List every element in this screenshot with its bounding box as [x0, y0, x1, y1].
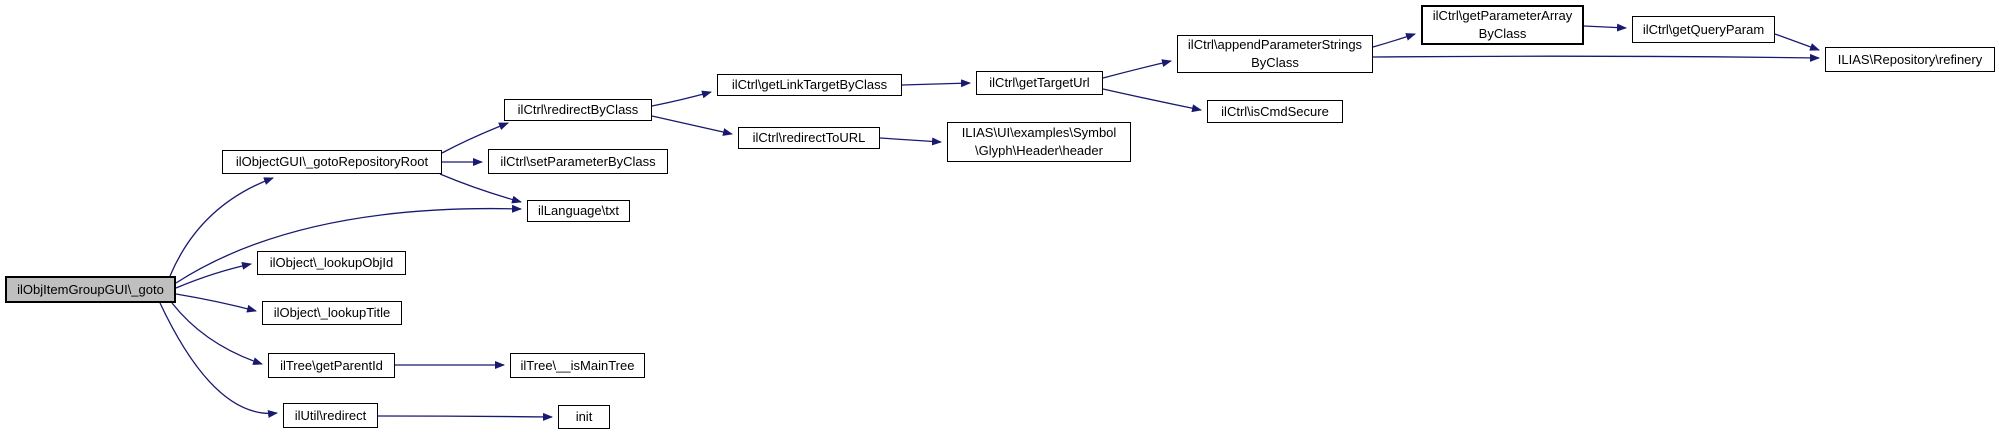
node-ilCtrl-setParameterByClass[interactable]: ilCtrl\setParameterByClass — [488, 149, 668, 174]
node-label: ilObjItemGroupGUI\_goto — [17, 281, 164, 297]
edge-ilCtrl-getTargetUrl-to-ilCtrl-isCmdSecure — [1102, 88, 1202, 113]
node-label: ilCtrl\getTargetUrl — [989, 75, 1090, 91]
edge-ilObjItemGroupGUI-goto-to-ilLanguage-txt — [175, 204, 522, 284]
node-label: ilObject\_lookupTitle — [273, 305, 391, 321]
node-ilObject-lookupTitle[interactable]: ilObject\_lookupTitle — [262, 301, 402, 325]
node-label: ilTree\getParentId — [280, 357, 383, 373]
node-ilCtrl-getQueryParam[interactable]: ilCtrl\getQueryParam — [1632, 16, 1775, 43]
edge-ilCtrl-getTargetUrl-to-ilCtrl-appendParameterStringsByClass — [1102, 59, 1172, 79]
node-ilCtrl-isCmdSecure[interactable]: ilCtrl\isCmdSecure — [1207, 100, 1343, 123]
node-ilObject-lookupObjId[interactable]: ilObject\_lookupObjId — [257, 251, 406, 275]
node-label: ilTree\__isMainTree — [520, 357, 635, 373]
edge-ilCtrl-redirectByClass-to-ilCtrl-redirectToURL — [651, 115, 733, 136]
edge-ilObjItemGroupGUI-goto-to-ilObjectGUI-gotoRepositoryRoot — [169, 177, 274, 277]
edge-ilCtrl-appendParameterStringsByClass-to-ilias-repository-refinery — [1372, 53, 1820, 62]
node-label: ilObjectGUI\_gotoRepositoryRoot — [235, 154, 429, 170]
node-ilCtrl-redirectToURL[interactable]: ilCtrl\redirectToURL — [738, 127, 880, 149]
node-label: ilCtrl\getLinkTargetByClass — [731, 77, 888, 93]
node-ilTree-isMainTree[interactable]: ilTree\__isMainTree — [510, 353, 645, 378]
node-label: ilUtil\redirect — [294, 407, 367, 423]
node-ilUtil-redirect[interactable]: ilUtil\redirect — [283, 403, 378, 428]
edge-ilCtrl-appendParameterStringsByClass-to-ilCtrl-getParameterArrayByClass — [1372, 33, 1416, 48]
edge-ilObjItemGroupGUI-goto-to-ilTree-getParentId — [171, 302, 263, 365]
node-label: init — [575, 409, 593, 425]
node-label: ilCtrl\redirectToURL — [752, 130, 866, 146]
node-label: ilCtrl\redirectByClass — [517, 102, 639, 118]
node-ilCtrl-appendParameterStringsByClass[interactable]: ilCtrl\appendParameterStrings ByClass — [1177, 35, 1373, 73]
node-init[interactable]: init — [558, 405, 610, 429]
edge-ilCtrl-redirectToURL-to-ilias-ui-symbol-glyph-header — [879, 137, 942, 146]
edge-ilUtil-redirect-to-init — [377, 412, 553, 421]
edge-ilObjItemGroupGUI-goto-to-ilUtil-redirect — [159, 302, 278, 418]
node-ilObjItemGroupGUI-goto: ilObjItemGroupGUI\_goto — [5, 276, 176, 303]
node-label: ilLanguage\txt — [538, 203, 619, 219]
edge-ilCtrl-getQueryParam-to-ilias-repository-refinery — [1774, 33, 1820, 51]
node-ilias-repository-refinery[interactable]: ILIAS\Repository\refinery — [1825, 47, 1995, 72]
node-label: ilObject\_lookupObjId — [269, 255, 394, 271]
edge-ilObjItemGroupGUI-goto-to-ilObject-lookupObjId — [175, 261, 252, 289]
node-ilCtrl-getLinkTargetByClass[interactable]: ilCtrl\getLinkTargetByClass — [717, 74, 902, 96]
edge-ilObjectGUI-gotoRepositoryRoot-to-ilCtrl-redirectByClass — [441, 122, 509, 154]
node-ilObjectGUI-gotoRepositoryRoot[interactable]: ilObjectGUI\_gotoRepositoryRoot — [222, 150, 442, 174]
node-ilCtrl-getParameterArrayByClass[interactable]: ilCtrl\getParameterArray ByClass — [1421, 5, 1584, 45]
edge-ilCtrl-getParameterArrayByClass-to-ilCtrl-getQueryParam — [1583, 23, 1627, 32]
node-ilCtrl-redirectByClass[interactable]: ilCtrl\redirectByClass — [504, 99, 652, 121]
edge-ilObjItemGroupGUI-goto-to-ilObject-lookupTitle — [175, 293, 257, 313]
node-label: ilCtrl\appendParameterStrings ByClass — [1187, 37, 1363, 70]
node-label: ilCtrl\setParameterByClass — [500, 153, 656, 169]
node-label: ilCtrl\isCmdSecure — [1221, 103, 1329, 119]
edge-ilObjectGUI-gotoRepositoryRoot-to-ilLanguage-txt — [439, 173, 522, 204]
node-ilias-ui-symbol-glyph-header[interactable]: ILIAS\UI\examples\Symbol \Glyph\Header\h… — [947, 122, 1131, 162]
node-ilLanguage-txt[interactable]: ilLanguage\txt — [527, 200, 630, 222]
node-ilCtrl-getTargetUrl[interactable]: ilCtrl\getTargetUrl — [976, 71, 1103, 95]
edge-ilCtrl-redirectByClass-to-ilCtrl-getLinkTargetByClass — [651, 90, 712, 107]
edge-ilCtrl-getLinkTargetByClass-to-ilCtrl-getTargetUrl — [901, 79, 971, 88]
node-ilTree-getParentId[interactable]: ilTree\getParentId — [268, 353, 395, 378]
node-label: ilCtrl\getParameterArray ByClass — [1432, 8, 1573, 41]
node-label: ILIAS\UI\examples\Symbol \Glyph\Header\h… — [961, 125, 1117, 158]
node-label: ilCtrl\getQueryParam — [1642, 21, 1765, 37]
node-label: ILIAS\Repository\refinery — [1837, 51, 1983, 67]
